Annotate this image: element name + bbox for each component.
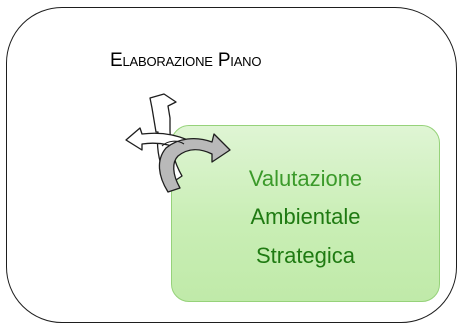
panel-title: Elaborazione Piano (110, 50, 262, 71)
arrow-ring-shape (161, 140, 185, 147)
circular-arrows-icon (125, 93, 231, 193)
arrow-grey-shape (158, 133, 231, 193)
vas-line-3: Strategica (255, 243, 356, 268)
vas-line-1: Valutazione (248, 166, 363, 191)
vas-line-2: Ambientale (250, 204, 361, 229)
